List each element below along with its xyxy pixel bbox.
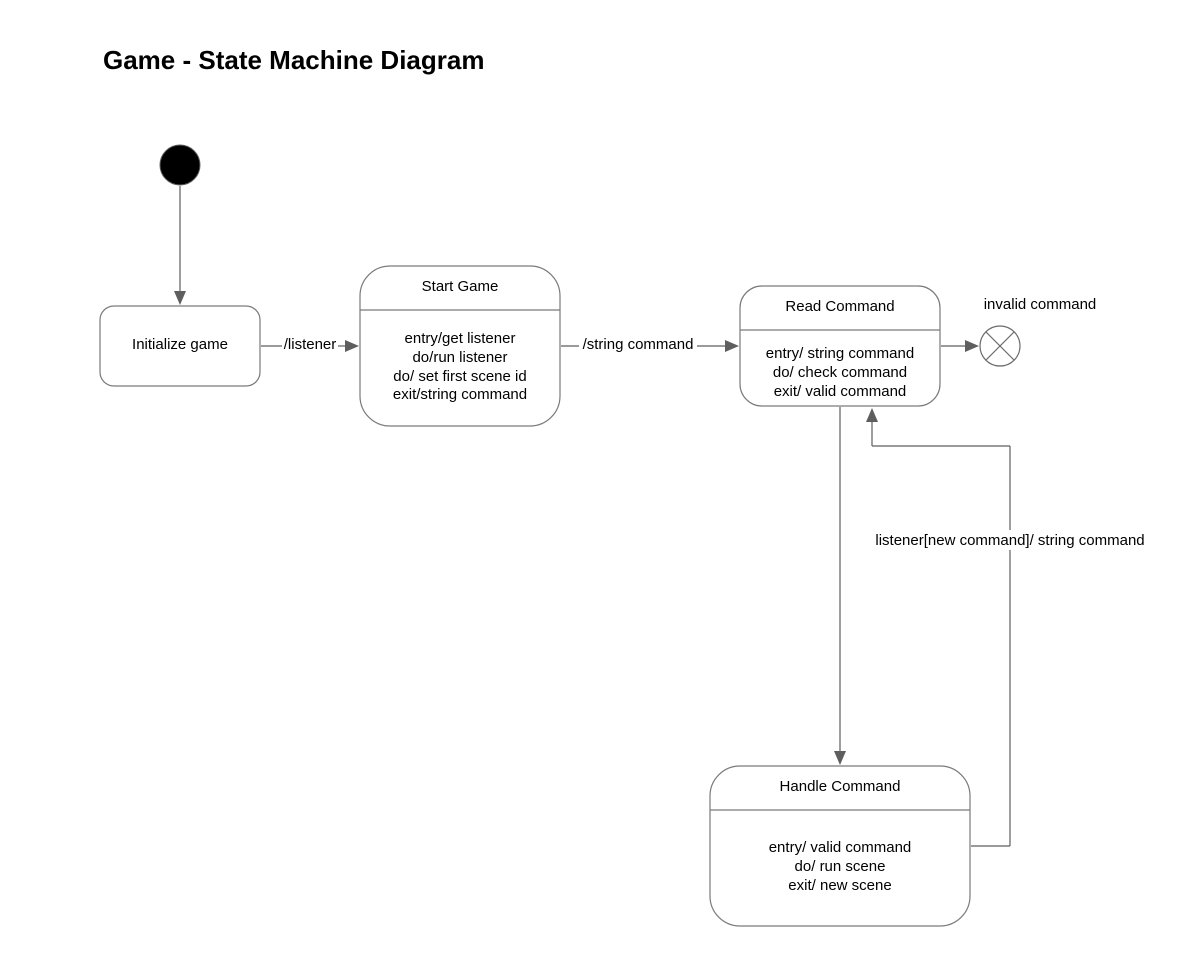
edge-initialize-to-start[interactable]: /listener: [261, 336, 359, 353]
state-handle-command-activity: exit/ new scene: [788, 877, 891, 894]
state-read-command[interactable]: Read Command entry/ string command do/ c…: [739, 285, 941, 407]
state-start-game-activity: entry/get listener: [405, 330, 516, 347]
state-start-game-activity: do/ set first scene id: [393, 368, 526, 385]
state-handle-command-name: Handle Command: [780, 778, 901, 795]
state-start-game-activity: exit/string command: [393, 386, 527, 403]
state-start-game[interactable]: Start Game entry/get listener do/run lis…: [359, 265, 561, 427]
diagram-title: Game - State Machine Diagram: [103, 45, 484, 75]
state-read-command-activity: do/ check command: [773, 364, 907, 381]
state-initialize-game[interactable]: Initialize game: [99, 305, 261, 387]
edge-read-to-terminate[interactable]: [941, 340, 979, 352]
transition-label-string-command: /string command: [583, 336, 694, 353]
state-handle-command-activity: do/ run scene: [795, 858, 886, 875]
transition-label-new-command: listener[new command]/ string command: [875, 532, 1144, 549]
state-start-game-name: Start Game: [422, 278, 499, 295]
state-handle-command-activity: entry/ valid command: [769, 839, 912, 856]
terminate-label: invalid command: [984, 296, 1097, 313]
edge-start-to-read[interactable]: /string command: [561, 336, 739, 353]
initial-node[interactable]: [159, 144, 201, 186]
transition-label-listener: /listener: [284, 336, 337, 353]
edge-handle-to-read[interactable]: [866, 408, 1011, 847]
state-read-command-activity: entry/ string command: [766, 345, 914, 362]
state-read-command-name: Read Command: [785, 298, 894, 315]
terminate-node[interactable]: [979, 325, 1021, 367]
state-initialize-game-label: Initialize game: [132, 336, 228, 353]
state-read-command-activity: exit/ valid command: [774, 383, 907, 400]
edge-read-to-handle[interactable]: [834, 407, 846, 765]
state-start-game-activity: do/run listener: [412, 349, 507, 366]
state-handle-command[interactable]: Handle Command entry/ valid command do/ …: [709, 765, 971, 927]
edge-initial-to-initialize[interactable]: [174, 186, 186, 305]
